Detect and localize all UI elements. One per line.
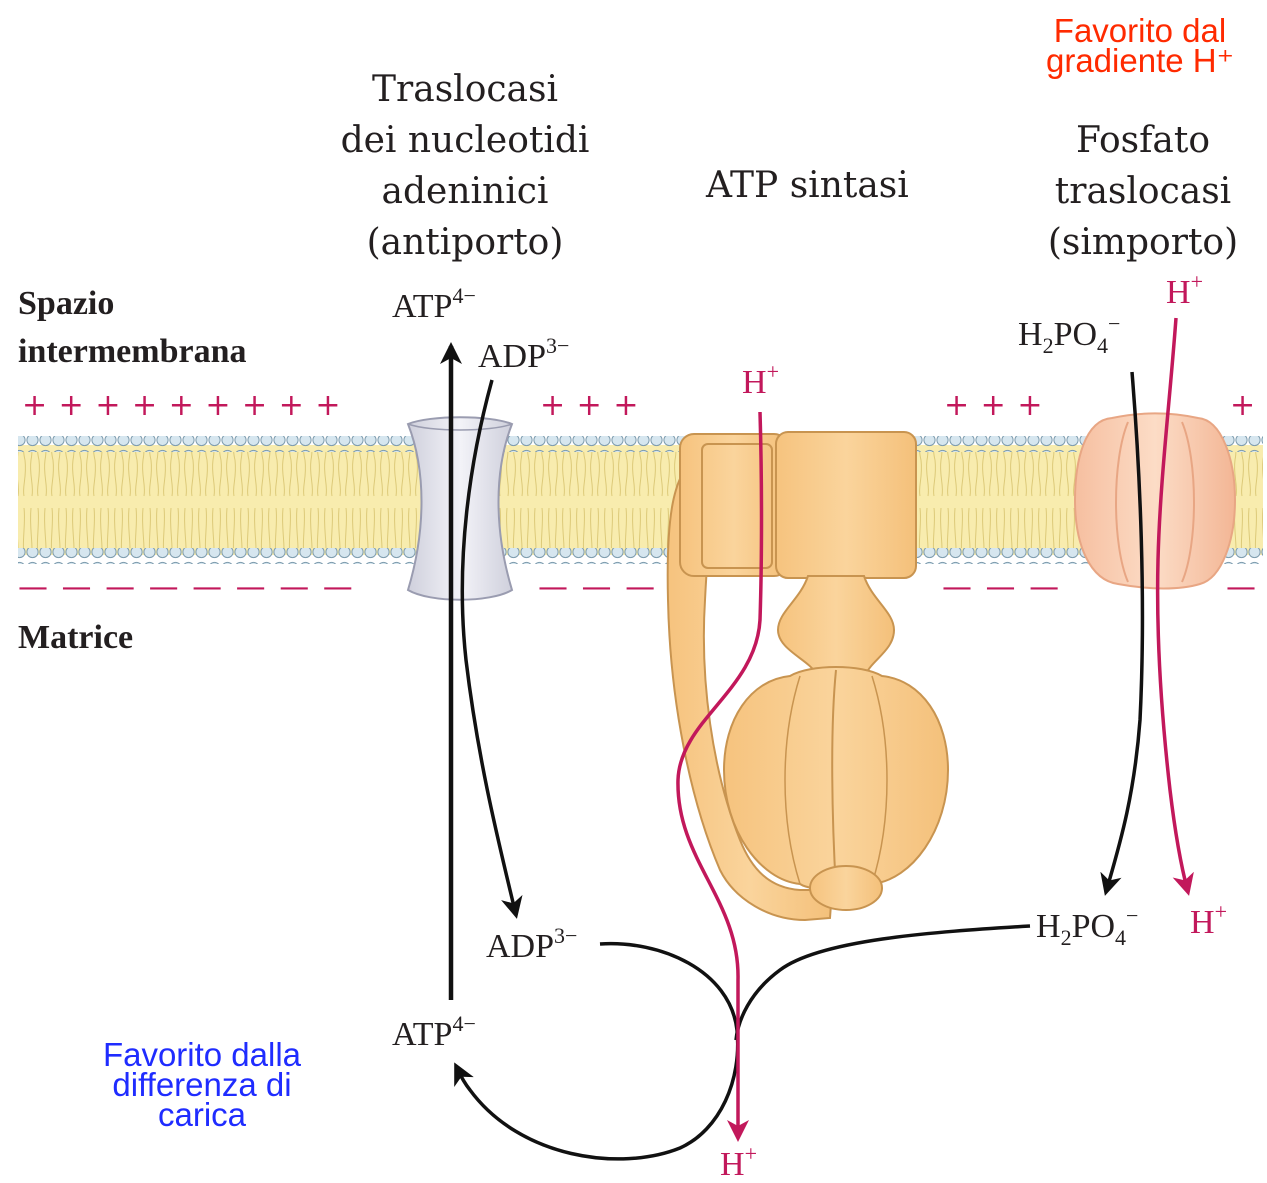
adp-matrix-label: ADP3− [486, 930, 577, 964]
intermembrane-space-label: Spazio intermembrana [18, 280, 247, 376]
negative-charges-mid: — — — [538, 570, 657, 605]
nucleotide-translocase-protein [408, 417, 512, 600]
translocase-title: Traslocasi dei nucleotidi adeninici (ant… [310, 64, 620, 268]
matrix-label: Matrice [18, 614, 133, 662]
proton-synthase-matrix-label: H+ [720, 1148, 757, 1182]
phosphate-proton-arrow [1158, 318, 1188, 892]
positive-charges-edge: + [1230, 388, 1255, 423]
proton-synthase-top-label: H+ [742, 366, 779, 400]
phosphate-intermembrane-label: H2PO4− [1018, 318, 1120, 352]
negative-charges-edge: — [1226, 570, 1256, 605]
negative-charges-left: — — — — — — — — [18, 570, 355, 605]
proton-gradient-note: Favorito dal gradiente H⁺ [1010, 16, 1267, 76]
proton-phosphate-matrix-label: H+ [1190, 906, 1227, 940]
positive-charges-mid: + + + [540, 388, 639, 423]
phosphate-translocase-title: Fosfato traslocasi (simporto) [1030, 115, 1256, 268]
charge-difference-note: Favorito dalla differenza di carica [52, 1040, 352, 1130]
phosphate-matrix-label: H2PO4− [1036, 910, 1138, 944]
negative-charges-right: — — — [942, 570, 1061, 605]
atp-intermembrane-label: ATP4− [392, 290, 476, 324]
atp-synthase-protein [668, 432, 948, 920]
atp-matrix-label: ATP4− [392, 1018, 476, 1052]
proton-phosphate-top-label: H+ [1166, 276, 1203, 310]
positive-charges-right: + + + [944, 388, 1043, 423]
positive-charges-left: + + + + + + + + + [22, 388, 342, 423]
adp-intermembrane-label: ADP3− [478, 340, 569, 374]
atp-synthase-title: ATP sintasi [706, 160, 909, 211]
phosphate-translocase-protein [1075, 414, 1235, 589]
